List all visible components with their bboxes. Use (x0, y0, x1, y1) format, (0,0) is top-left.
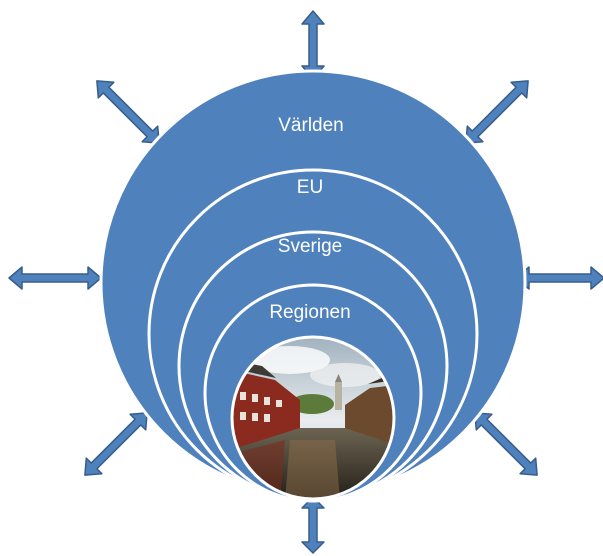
ring-label-regionen: Regionen (269, 302, 350, 323)
double-headed-arrow-icon (8, 266, 102, 290)
river-town-photo (230, 335, 396, 501)
double-headed-arrow-icon (515, 266, 603, 290)
double-headed-arrow-icon (84, 412, 148, 476)
ring-label-varlden: Världen (278, 115, 344, 136)
ring-label-sverige: Sverige (278, 236, 342, 257)
double-headed-arrow-icon (301, 496, 325, 554)
ring-label-eu: EU (297, 177, 323, 198)
double-headed-arrow-icon (465, 80, 529, 144)
double-headed-arrow-icon (301, 10, 325, 80)
double-headed-arrow-icon (474, 412, 538, 476)
expansion-arrows (8, 10, 603, 554)
